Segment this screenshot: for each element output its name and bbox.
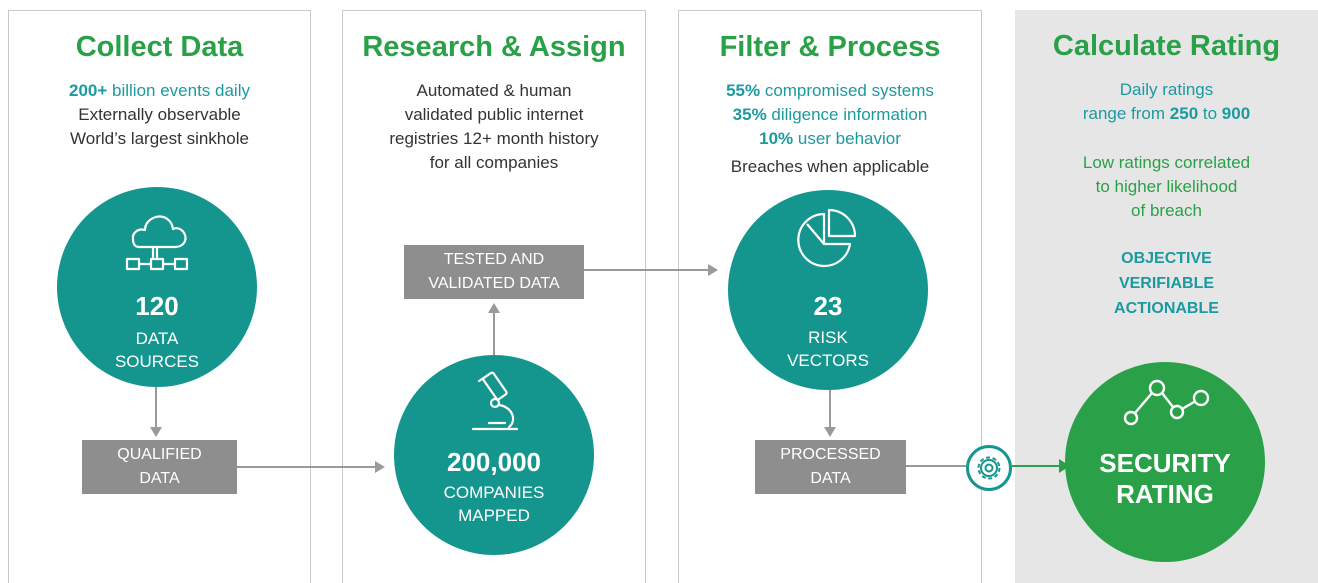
validated-data-line: VALIDATED DATA xyxy=(428,275,560,292)
validated-data-line: TESTED AND xyxy=(443,251,545,268)
stat-percent: 35% xyxy=(732,105,767,124)
arrowhead xyxy=(824,427,836,437)
companies-mapped-circle: 200,000 COMPANIES MAPPED xyxy=(394,355,594,555)
risk-vectors-label-line: VECTORS xyxy=(787,351,869,370)
daily-ratings-text: Daily ratings xyxy=(1119,80,1214,99)
stat-percent: 10% xyxy=(759,129,794,148)
microscope-icon xyxy=(471,371,519,431)
range-low: 250 xyxy=(1169,104,1199,123)
companies-label: COMPANIES MAPPED xyxy=(394,481,594,527)
security-rating-line: SECURITY xyxy=(1099,448,1231,478)
data-sources-label-line: DATA xyxy=(135,329,179,348)
externally-observable-text: Externally observable xyxy=(78,105,241,124)
research-desc-line: Automated & human xyxy=(416,81,572,100)
filter-process-description: 55% compromised systems 35% diligence in… xyxy=(679,79,981,179)
line-chart-icon xyxy=(1123,379,1210,426)
stat-label: diligence information xyxy=(766,105,928,124)
research-assign-title: Research & Assign xyxy=(362,31,626,63)
cloud-network-icon xyxy=(125,215,189,271)
breaches-note: Breaches when applicable xyxy=(730,157,930,176)
range-prefix: range from xyxy=(1082,104,1170,123)
gear-icon xyxy=(966,445,1012,491)
range-high: 900 xyxy=(1221,104,1251,123)
stat-percent: 55% xyxy=(726,81,761,100)
correlation-line: to higher likelihood xyxy=(1095,177,1238,196)
events-count: 200+ xyxy=(69,81,108,100)
arrowhead xyxy=(375,461,385,473)
risk-vectors-label-line: RISK xyxy=(808,328,848,347)
companies-label-line: COMPANIES xyxy=(443,483,545,502)
pie-chart-icon xyxy=(797,208,857,268)
data-sources-count: 120 xyxy=(135,291,179,321)
stat-label: compromised systems xyxy=(760,81,934,100)
security-rating-line: RATING xyxy=(1116,479,1214,509)
arrowhead-green xyxy=(1059,459,1070,473)
research-desc-line: for all companies xyxy=(429,153,559,172)
filter-process-title: Filter & Process xyxy=(719,31,941,63)
correlation-line: Low ratings correlated xyxy=(1082,153,1251,172)
research-desc-line: registries 12+ month history xyxy=(389,129,599,148)
range-mid: to xyxy=(1198,104,1222,123)
arrowhead xyxy=(488,303,500,313)
processed-data-line: PROCESSED xyxy=(780,446,881,463)
risk-vectors-circle: 23 RISK VECTORS xyxy=(728,190,928,390)
security-rating-circle: SECURITY RATING xyxy=(1065,362,1265,562)
quality-actionable: ACTIONABLE xyxy=(1114,300,1219,317)
risk-vectors-label: RISK VECTORS xyxy=(728,326,928,372)
risk-vectors-count: 23 xyxy=(813,291,843,321)
qualified-data-line: DATA xyxy=(139,470,180,487)
quality-objective: OBJECTIVE xyxy=(1121,250,1212,267)
collect-data-description: 200+ billion events daily Externally obs… xyxy=(9,79,310,151)
arrowhead xyxy=(150,427,162,437)
research-assign-description: Automated & human validated public inter… xyxy=(343,79,645,175)
correlation-text: Low ratings correlated to higher likelih… xyxy=(1015,151,1318,223)
collect-data-title: Collect Data xyxy=(75,31,244,63)
arrowhead xyxy=(708,264,718,276)
quality-verifiable: VERIFIABLE xyxy=(1118,275,1215,292)
calculate-rating-title: Calculate Rating xyxy=(1052,30,1281,62)
data-sources-label-line: SOURCES xyxy=(114,352,200,371)
data-sources-label: DATA SOURCES xyxy=(57,327,257,373)
companies-count: 200,000 xyxy=(447,447,541,477)
security-rating-label: SECURITY RATING xyxy=(1065,448,1265,510)
data-sources-circle: 120 DATA SOURCES xyxy=(57,187,257,387)
processed-data-line: DATA xyxy=(810,470,851,487)
stat-label: user behavior xyxy=(793,129,901,148)
rating-qualities: OBJECTIVE VERIFIABLE ACTIONABLE xyxy=(1015,246,1318,321)
calculate-rating-description: Daily ratings range from 250 to 900 xyxy=(1015,78,1318,126)
companies-label-line: MAPPED xyxy=(458,506,530,525)
processed-data-box: PROCESSED DATA xyxy=(755,440,906,494)
events-text: billion events daily xyxy=(107,81,250,100)
sinkhole-text: World’s largest sinkhole xyxy=(70,129,249,148)
qualified-data-line: QUALIFIED xyxy=(117,446,202,463)
correlation-line: of breach xyxy=(1131,201,1202,220)
research-desc-line: validated public internet xyxy=(404,105,584,124)
validated-data-box: TESTED AND VALIDATED DATA xyxy=(404,245,584,299)
qualified-data-box: QUALIFIED DATA xyxy=(82,440,237,494)
